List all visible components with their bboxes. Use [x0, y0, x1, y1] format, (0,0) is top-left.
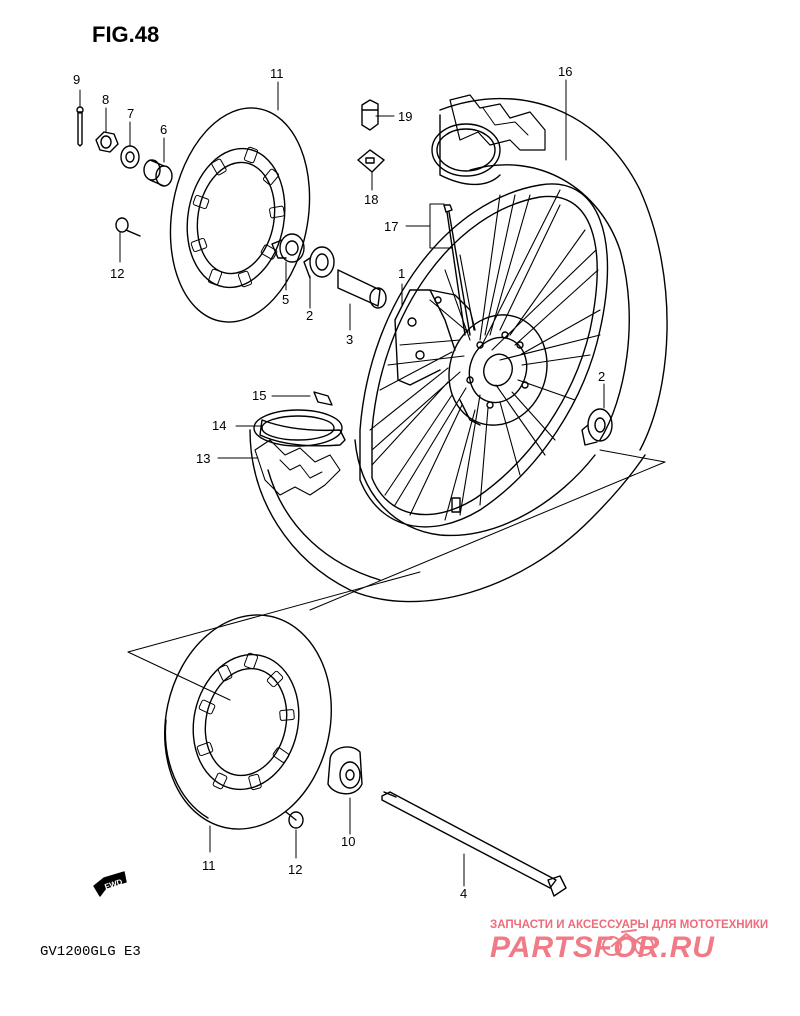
cotter-pin-drawing — [76, 106, 84, 147]
callout-13: 13 — [196, 451, 211, 466]
right-bearing-drawing — [581, 408, 613, 446]
callout-2-right: 2 — [598, 369, 606, 384]
front-brake-disc-top — [169, 107, 311, 323]
watermark-logo: PARTSFOR.RU — [490, 931, 715, 964]
callout-7: 7 — [127, 106, 135, 121]
figure-title: FIG.48 — [92, 22, 160, 47]
callout-14: 14 — [212, 418, 227, 433]
hub-drawing — [394, 289, 548, 426]
spokes-drawing — [369, 189, 601, 521]
axle-nut-drawing — [95, 131, 119, 153]
hub-spacer-drawing — [337, 269, 387, 309]
callout-17: 17 — [384, 219, 399, 234]
callout-15: 15 — [252, 388, 267, 403]
disc-bolt-bottom-drawing — [285, 811, 304, 829]
spacer-collar-drawing — [143, 159, 173, 187]
valve-cap-drawing — [361, 99, 379, 131]
rim-tape-clip-drawing — [357, 149, 385, 173]
speedometer-gearbox-drawing — [327, 746, 363, 795]
fwd-arrow-icon — [93, 871, 127, 897]
callout-12-top: 12 — [110, 266, 125, 281]
callout-10: 10 — [341, 834, 356, 849]
tire-drawing — [249, 94, 668, 603]
callout-1: 1 — [398, 266, 406, 281]
model-code: GV1200GLG E3 — [40, 944, 141, 960]
watermark-bike-icon — [602, 929, 654, 956]
left-bearing-drawing — [303, 246, 335, 279]
watermark-tagline: ЗАПЧАСТИ И АКСЕССУАРЫ ДЛЯ МОТОТЕХНИКИ — [490, 919, 769, 931]
explosion-lines — [127, 449, 666, 701]
callout-18: 18 — [364, 192, 379, 207]
disc-bolt-top-drawing — [115, 217, 141, 237]
callout-8: 8 — [102, 92, 110, 107]
callout-2-left: 2 — [306, 308, 314, 323]
callout-5: 5 — [282, 292, 290, 307]
callout-11-top: 11 — [270, 66, 284, 81]
rim-drawing — [359, 183, 609, 528]
washer-drawing — [120, 145, 140, 169]
spoke-nipple-drawing — [443, 204, 471, 513]
callout-16: 16 — [558, 64, 573, 79]
callout-19: 19 — [398, 109, 413, 124]
callout-4: 4 — [460, 886, 468, 901]
callout-9: 9 — [73, 72, 81, 87]
rear-brake-disc-bottom — [164, 614, 332, 830]
callout-11-bottom: 11 — [202, 858, 216, 873]
callout-12-bottom: 12 — [288, 862, 303, 877]
callout-6: 6 — [160, 122, 168, 137]
fwd-text: FWD — [103, 877, 124, 892]
left-oil-seal-drawing — [271, 233, 305, 263]
axle-shaft-drawing — [381, 791, 567, 897]
callout-3: 3 — [346, 332, 354, 347]
leader-lines — [79, 79, 605, 887]
